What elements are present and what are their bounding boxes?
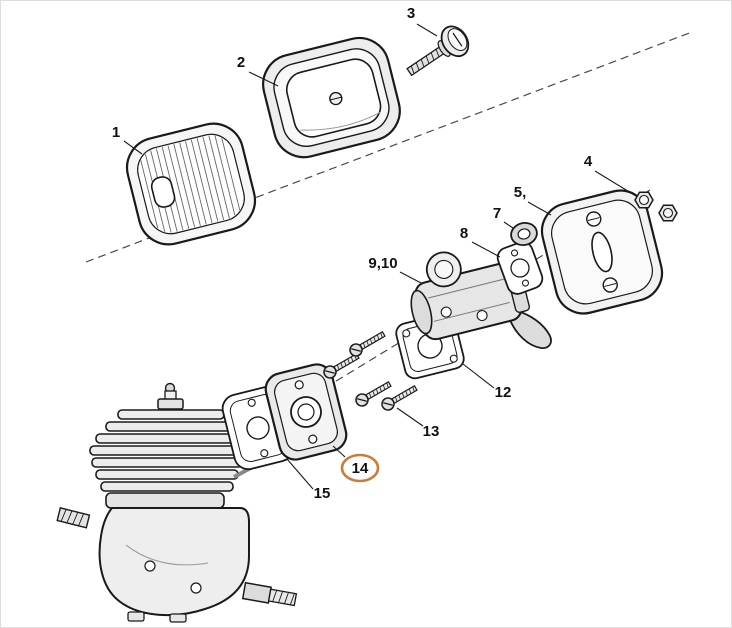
part-7-grommet (510, 221, 538, 247)
callout-13[interactable]: 13 (396, 407, 440, 440)
highlight-ring (340, 453, 380, 483)
callout-4[interactable]: 4 (584, 153, 637, 197)
part-3-label[interactable]: 3 (407, 5, 415, 22)
left-stud (56, 507, 91, 529)
cylinder-fins (89, 409, 245, 492)
part-13-screw (381, 385, 418, 411)
part-1-air-filter (125, 122, 257, 246)
cylinder-base (105, 492, 225, 509)
crankcase (98, 507, 250, 617)
callout-8[interactable]: 8 (460, 225, 501, 258)
output-shaft (241, 581, 298, 607)
part-2-filter-cover (262, 36, 401, 159)
hex-nut (658, 204, 678, 222)
part-14-label[interactable]: 14 (352, 460, 369, 477)
callout-2[interactable]: 2 (237, 54, 279, 87)
engine-cylinder-assembly (56, 382, 298, 623)
part-13-screw (323, 353, 360, 379)
callout-9-10[interactable]: 9,10 (368, 255, 424, 285)
callout-14[interactable]: 14 (332, 445, 369, 477)
part-12-label[interactable]: 12 (495, 384, 512, 401)
part-1-label[interactable]: 1 (112, 124, 120, 141)
callout-12[interactable]: 12 (462, 363, 512, 401)
callout-1[interactable]: 1 (112, 124, 143, 155)
hex-nut (634, 191, 654, 209)
part-5-backplate (540, 189, 664, 315)
callout-5[interactable]: 5, (514, 184, 552, 216)
callouts: 1 2 3 4 5, 7 8 9,10 (112, 5, 637, 502)
callout-15[interactable]: 15 (286, 458, 331, 502)
callout-7[interactable]: 7 (493, 205, 514, 229)
part-5-label[interactable]: 5, (514, 184, 527, 201)
part-13-screw (349, 331, 386, 357)
part-8-label[interactable]: 8 (460, 225, 468, 242)
part-8-gasket (496, 241, 544, 295)
part-13-screw (355, 381, 392, 407)
part-9-10-carburetor (410, 251, 552, 349)
part-13-label[interactable]: 13 (423, 423, 440, 440)
part-3-cover-screw (406, 25, 470, 77)
part-9-10-label[interactable]: 9,10 (368, 255, 397, 272)
part-7-label[interactable]: 7 (493, 205, 501, 222)
part-14-spacer (264, 363, 348, 461)
spark-plug (157, 382, 184, 410)
part-13-screws (323, 331, 418, 411)
part-4-nuts (634, 191, 678, 222)
part-15-label[interactable]: 15 (314, 485, 331, 502)
part-2-label[interactable]: 2 (237, 54, 245, 71)
callout-3[interactable]: 3 (407, 5, 438, 37)
part-4-label[interactable]: 4 (584, 153, 593, 170)
